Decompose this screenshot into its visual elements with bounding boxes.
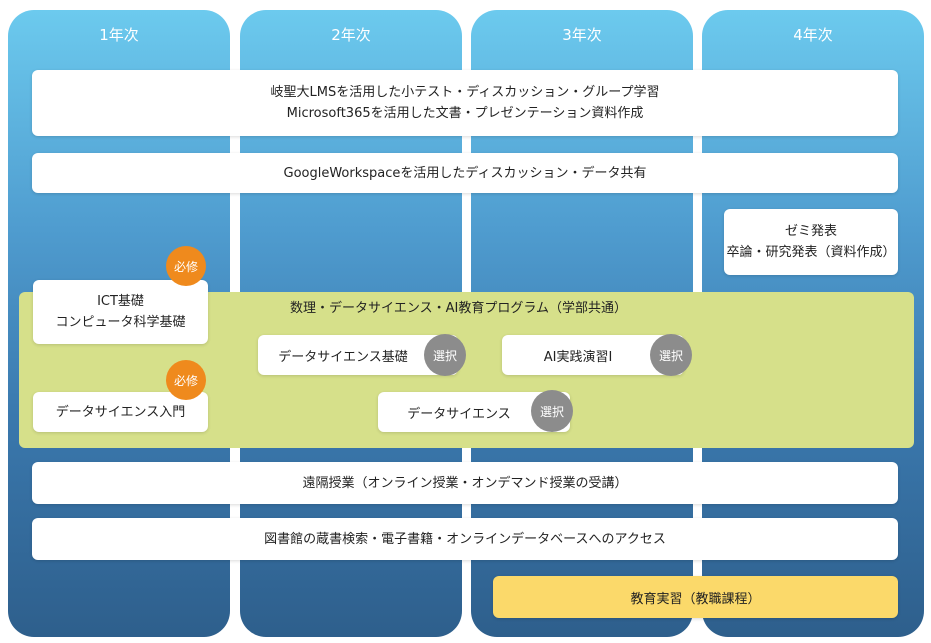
year-header-4: 4年次 — [793, 26, 833, 44]
google-workspace-text: GoogleWorkspaceを活用したディスカッション・データ共有 — [283, 165, 647, 181]
year-header-2: 2年次 — [331, 26, 371, 44]
elective-badge-ds: 選択 — [531, 390, 573, 432]
library-text: 図書館の蔵書検索・電子書籍・オンラインデータベースへのアクセス — [264, 531, 666, 547]
remote-class-bar: 遠隔授業（オンライン授業・オンデマンド授業の受講） — [32, 462, 898, 504]
required-badge-ict: 必修 — [166, 246, 206, 286]
lms-bar: 岐聖大LMSを活用した小テスト・ディスカッション・グループ学習 Microsof… — [32, 70, 898, 136]
practicum-bar: 教育実習（教職課程） — [493, 576, 898, 618]
ict-box: ICT基礎 コンピュータ科学基礎 — [33, 280, 208, 344]
elective-badge-ai-practice: 選択 — [650, 334, 692, 376]
elective-badge-ds-basic: 選択 — [424, 334, 466, 376]
library-bar: 図書館の蔵書検索・電子書籍・オンラインデータベースへのアクセス — [32, 518, 898, 560]
ds-text: データサイエンス — [407, 406, 511, 422]
lms-bar-line2: Microsoft365を活用した文書・プレゼンテーション資料作成 — [286, 106, 644, 121]
ict-line2: コンピュータ科学基礎 — [55, 315, 186, 330]
required-badge-ds-intro: 必修 — [166, 360, 206, 400]
seminar-box: ゼミ発表 卒論・研究発表（資料作成） — [724, 209, 898, 275]
year-header-1: 1年次 — [99, 26, 139, 44]
ai-practice-text: AI実践演習Ⅰ — [543, 349, 613, 365]
year-header-3: 3年次 — [562, 26, 602, 44]
seminar-line1: ゼミ発表 — [784, 224, 837, 239]
ict-line1: ICT基礎 — [97, 294, 144, 309]
remote-class-text: 遠隔授業（オンライン授業・オンデマンド授業の受講） — [302, 475, 628, 491]
practicum-text: 教育実習（教職課程） — [630, 591, 761, 607]
seminar-line2: 卒論・研究発表（資料作成） — [726, 245, 896, 260]
ds-intro-text: データサイエンス入門 — [55, 404, 186, 420]
google-workspace-bar: GoogleWorkspaceを活用したディスカッション・データ共有 — [32, 153, 898, 193]
ds-basic-text: データサイエンス基礎 — [278, 349, 408, 365]
program-title: 数理・データサイエンス・AI教育プログラム（学部共通） — [290, 301, 627, 316]
lms-bar-line1: 岐聖大LMSを活用した小テスト・ディスカッション・グループ学習 — [270, 85, 660, 100]
